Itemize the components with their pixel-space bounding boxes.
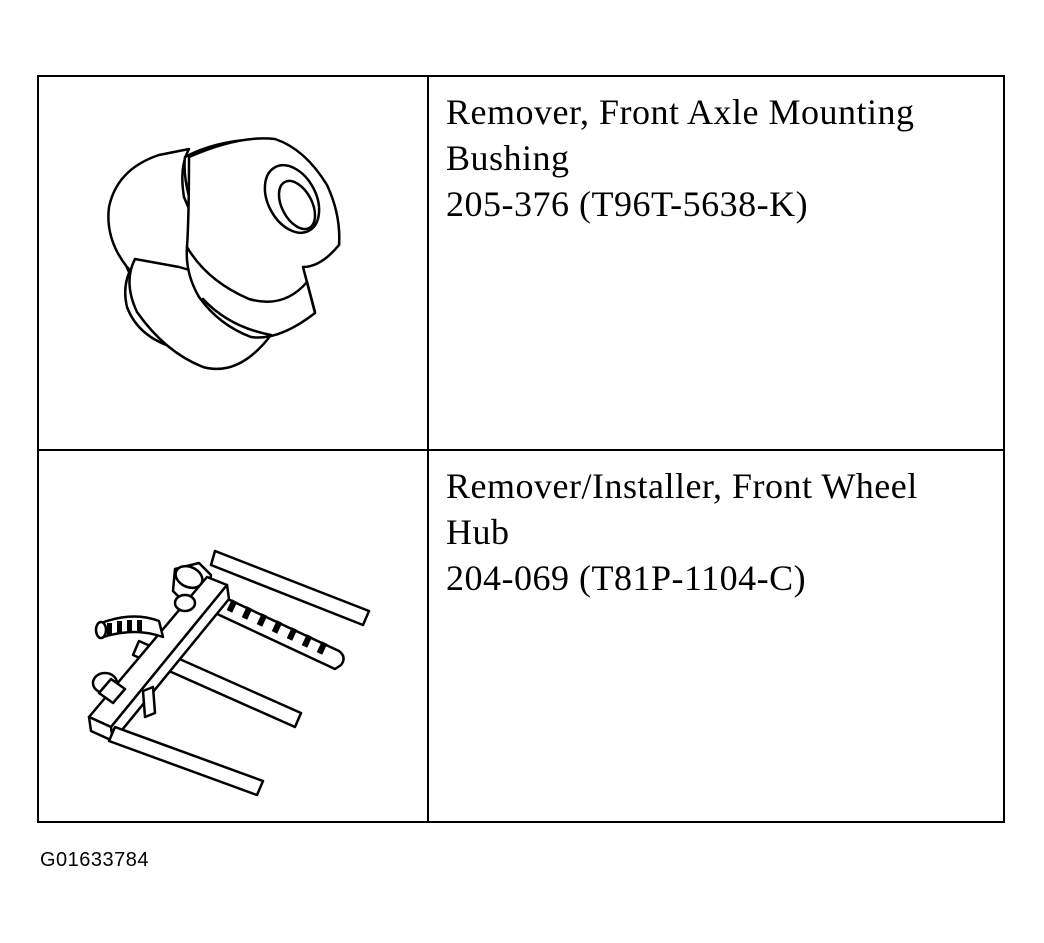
tool-description-cell: Remover/Installer, Front Wheel Hub 204-0… xyxy=(429,451,1003,821)
tool-name-line-1: Remover, Front Axle Mounting xyxy=(446,92,915,132)
bushing-remover-icon xyxy=(107,137,341,371)
tool-part-number: 204-069 (T81P-1104-C) xyxy=(446,558,807,598)
tool-part-number: 205-376 (T96T-5638-K) xyxy=(446,184,809,224)
tool-name-line-1: Remover/Installer, Front Wheel xyxy=(446,466,918,506)
tool-description: Remover, Front Axle Mounting Bushing 205… xyxy=(446,89,991,227)
tool-row: Remover/Installer, Front Wheel Hub 204-0… xyxy=(39,451,1003,821)
tool-name-line-2: Hub xyxy=(446,512,510,552)
hub-puller-icon xyxy=(87,549,371,797)
tool-row: Remover, Front Axle Mounting Bushing 205… xyxy=(39,77,1003,451)
special-tools-table: Remover, Front Axle Mounting Bushing 205… xyxy=(37,75,1005,823)
tool-name-line-2: Bushing xyxy=(446,138,570,178)
tool-illustration-cell xyxy=(39,77,429,449)
figure-id: G01633784 xyxy=(40,849,150,871)
tool-description: Remover/Installer, Front Wheel Hub 204-0… xyxy=(446,463,991,601)
tool-description-cell: Remover, Front Axle Mounting Bushing 205… xyxy=(429,77,1003,449)
tool-illustration-cell xyxy=(39,451,429,821)
